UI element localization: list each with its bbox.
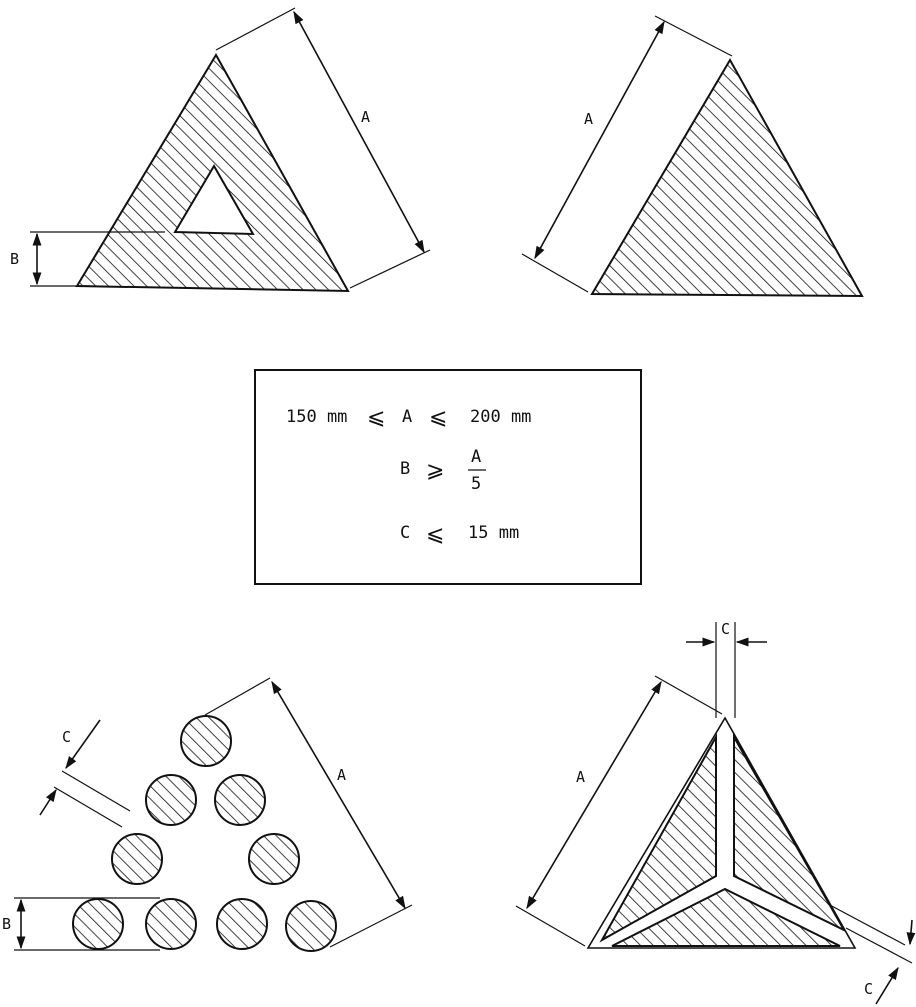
label-c-top: C: [721, 620, 730, 638]
dimension-arrow-c-in: [906, 919, 916, 946]
constraint-a-var: A: [402, 407, 412, 427]
hatched-circle: [285, 900, 337, 952]
label-a: A: [584, 110, 593, 128]
less-equal-symbol: ⩽: [367, 405, 385, 430]
split-triangle-figure: C A C: [515, 620, 916, 1005]
hatched-circle: [216, 898, 268, 950]
extension-line-a-top: [654, 15, 733, 57]
dimension-arrow-c-out: [875, 966, 899, 1005]
extension-line-c-upper: [61, 770, 131, 812]
extension-line-c-upper: [827, 903, 906, 946]
extension-line-a-top: [215, 7, 296, 51]
hatched-circle: [72, 898, 124, 950]
hatched-circle: [180, 715, 232, 767]
constraint-c-upper: 15 mm: [468, 523, 519, 543]
label-a: A: [576, 768, 585, 786]
hatched-circle: [145, 774, 197, 826]
circles-triangle-figure: A C B: [2, 677, 413, 952]
constraint-a-lower: 150 mm: [286, 407, 347, 427]
extension-line-a-top: [654, 675, 723, 715]
hatched-circle: [248, 833, 300, 885]
extension-line-a-top: [204, 677, 271, 716]
hatched-segment-bottom: [611, 887, 841, 947]
triangle-with-hole-figure: A B: [10, 7, 431, 293]
label-a: A: [361, 108, 370, 126]
label-b: B: [2, 915, 11, 933]
dimension-arrow-a: [293, 10, 425, 254]
extension-line-c-lower: [53, 786, 123, 828]
greater-equal-symbol: ⩾: [426, 458, 444, 483]
dimension-arrow-c-out: [39, 788, 57, 816]
constraint-c-var: C: [400, 523, 410, 543]
dimension-arrow-a: [526, 680, 662, 910]
hatched-circle: [145, 898, 197, 950]
solid-triangle-figure: A: [521, 15, 864, 298]
extension-line-a-bottom: [349, 249, 431, 289]
hatched-triangle-with-hole: [75, 53, 350, 293]
extension-line-c-lower: [845, 927, 913, 964]
less-equal-symbol: ⩽: [426, 522, 444, 547]
less-equal-symbol: ⩽: [429, 405, 447, 430]
label-b: B: [10, 250, 19, 268]
dimension-arrow-a: [271, 680, 406, 910]
hatched-circle: [214, 774, 266, 826]
extension-line-a-bottom: [521, 253, 589, 293]
hatched-segment-right: [733, 733, 847, 933]
constraint-a-upper: 200 mm: [470, 407, 531, 427]
extension-line-a-bottom: [329, 904, 413, 948]
extension-line-a-bottom: [515, 905, 586, 947]
constraint-b-var: B: [400, 459, 410, 479]
label-c: C: [62, 728, 71, 746]
fraction-numerator: A: [471, 447, 481, 467]
constraints-box: 150 mm ⩽ A ⩽ 200 mm B ⩾ A 5 C ⩽ 15 mm: [254, 369, 642, 585]
hatched-solid-triangle: [590, 57, 864, 298]
dimension-arrow-c-in: [65, 719, 101, 770]
label-a: A: [337, 766, 346, 784]
constraints-frame: [254, 369, 642, 585]
fraction-denominator: 5: [471, 474, 481, 494]
hatched-circle: [111, 833, 163, 885]
label-c-bottom: C: [864, 980, 873, 998]
dimension-arrow-a: [534, 20, 665, 260]
